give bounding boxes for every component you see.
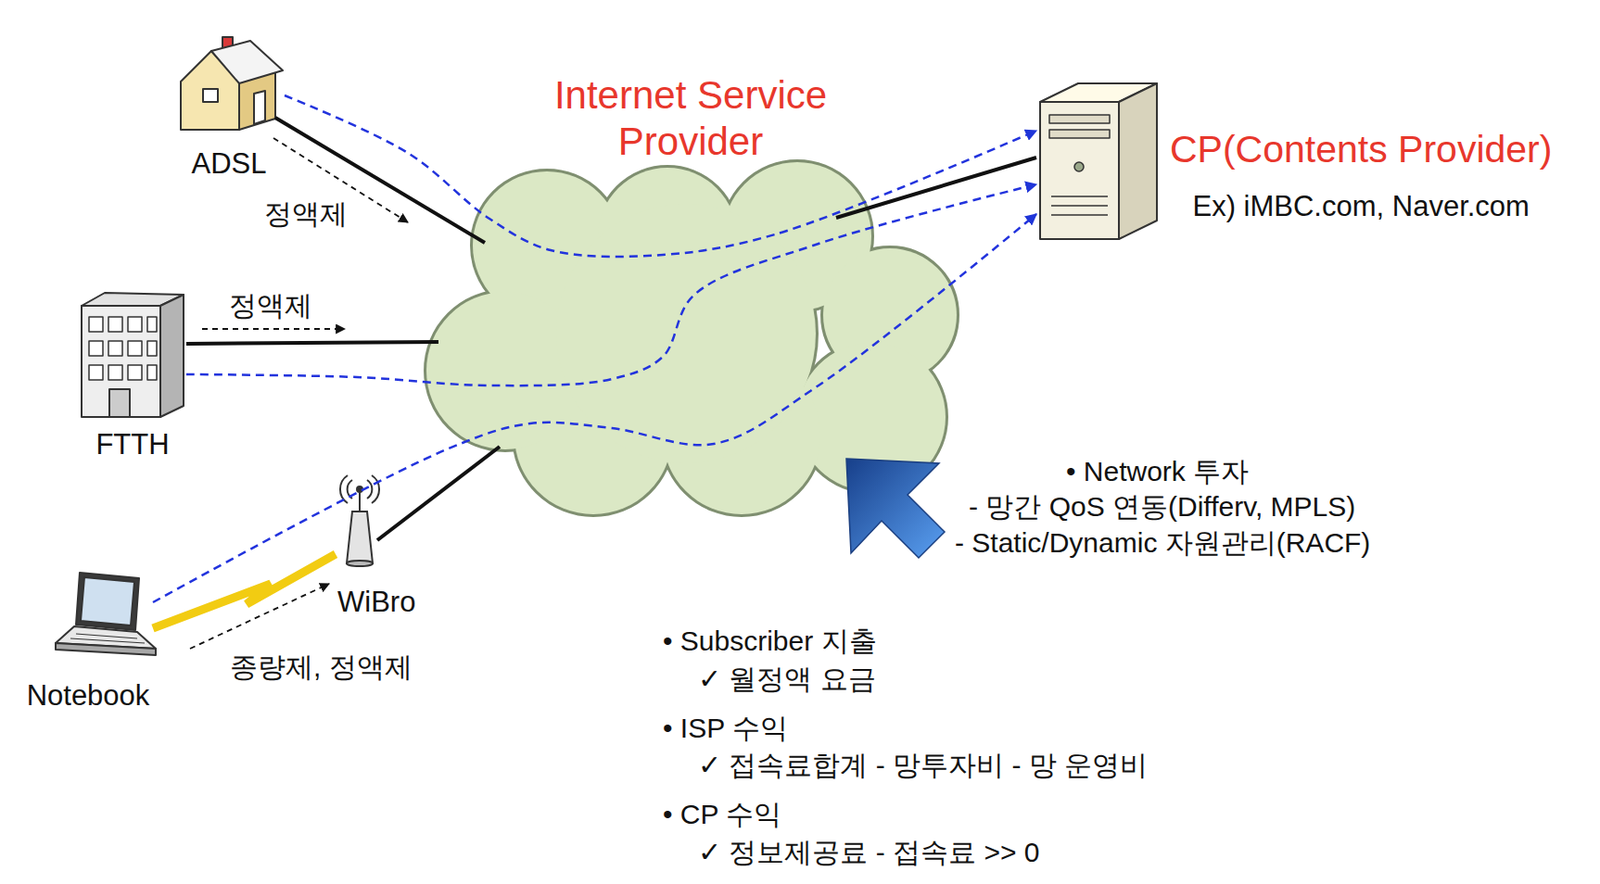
laptop-icon [55,572,156,656]
house-door [253,90,266,125]
traffic-path [152,214,1037,603]
window [108,341,123,356]
note-heading: • Network 투자 [1066,455,1249,489]
icon-area [173,35,285,136]
icon-area [335,468,436,582]
building-side [160,294,184,418]
note-item: ✓ 접속료합계 - 망투자비 - 망 운영비 [698,749,1148,783]
note-heading: • CP 수익 [662,798,782,832]
node-title: FTTH [95,427,169,462]
radio-wave [367,480,372,499]
adsl-house: ADSL [173,35,285,181]
node-title: CP(Contents Provider) [1169,126,1552,173]
server-icon [1040,83,1157,240]
notebook-laptop: Notebook [23,565,153,713]
house-roof [211,40,283,84]
text-column: CP(Contents Provider) Ex) iMBC.com, Naver… [1169,81,1552,224]
icon-area [428,167,953,515]
window [147,317,157,332]
power-button [1074,162,1084,172]
drive-bay [1049,129,1110,139]
vent-line [1051,214,1108,216]
window [127,317,142,332]
window [127,341,142,356]
building-door [109,389,130,418]
node-title: Internet Service Provider [514,72,867,166]
edge-group [152,95,1037,629]
wibro-antenna: WiBro [335,468,436,620]
radio-wave [340,475,348,504]
note-item: ✓ 월정액 요금 [698,662,877,697]
cp-server: CP(Contents Provider) Ex) iMBC.com, Naver… [1036,81,1552,242]
antenna-rod [358,492,361,512]
window [88,365,103,381]
window [88,341,103,356]
pricing-label: 종량제, 정액제 [229,650,413,685]
server-front [1040,101,1119,240]
node-title: ADSL [191,146,267,181]
note-heading: • Subscriber 지출 [662,624,877,659]
window [127,365,142,381]
network-link [836,157,1037,218]
icon-area [23,565,153,666]
radio-wave [371,475,380,504]
drive-bay [1049,114,1110,124]
network-link [377,446,500,541]
pricing-label: 정액제 [228,289,313,323]
pricing-arrow [202,328,345,331]
antenna-mast [346,511,373,564]
laptop-screen-frame [76,572,140,631]
note-item: - Static/Dynamic 자원관리(RACF) [954,526,1371,560]
note-heading: • ISP 수익 [662,711,788,746]
traffic-path [284,95,1037,257]
pricing-label: 정액제 [264,197,348,231]
keyboard-row [76,634,138,639]
house-window [203,88,218,102]
ftth-building: FTTH [78,290,187,462]
building-windows [88,317,157,381]
vent-line [1051,204,1108,207]
building-icon [81,292,184,418]
building-front [81,305,161,418]
house-icon [180,37,283,130]
cloud-part [556,203,816,464]
traffic-path [186,184,1037,386]
isp-cloud: Internet Service Provider [428,72,953,515]
antenna-icon [340,475,380,567]
wireless-link [152,554,336,629]
node-title: Notebook [26,678,151,713]
icon-area [1036,81,1157,242]
window [108,365,123,381]
laptop-screen [80,577,135,626]
server-side [1118,83,1157,240]
vent-line [1051,195,1108,198]
icon-area [78,290,187,420]
keyboard-row [70,638,145,644]
window [108,317,123,332]
window [88,317,103,332]
investment-arrow [846,458,945,559]
note-item: - 망간 QoS 연동(Differv, MPLS) [968,490,1356,524]
antenna-base [346,560,373,567]
node-subtitle: Ex) iMBC.com, Naver.com [1192,189,1529,224]
note-item: ✓ 정보제공료 - 접속료 >> 0 [698,836,1041,870]
cloud-part [556,203,816,464]
window [147,341,157,356]
node-title: WiBro [337,584,416,620]
network-link [186,342,439,344]
window [147,365,157,381]
laptop-edge [55,643,156,656]
